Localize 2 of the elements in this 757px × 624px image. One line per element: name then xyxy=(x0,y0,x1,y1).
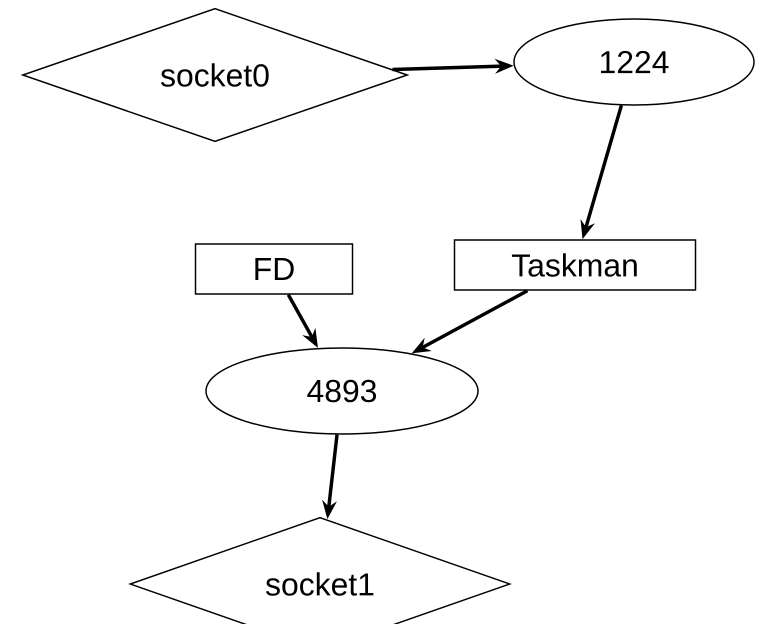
process-box: Taskman xyxy=(454,239,696,291)
process-box: FD xyxy=(194,243,354,295)
